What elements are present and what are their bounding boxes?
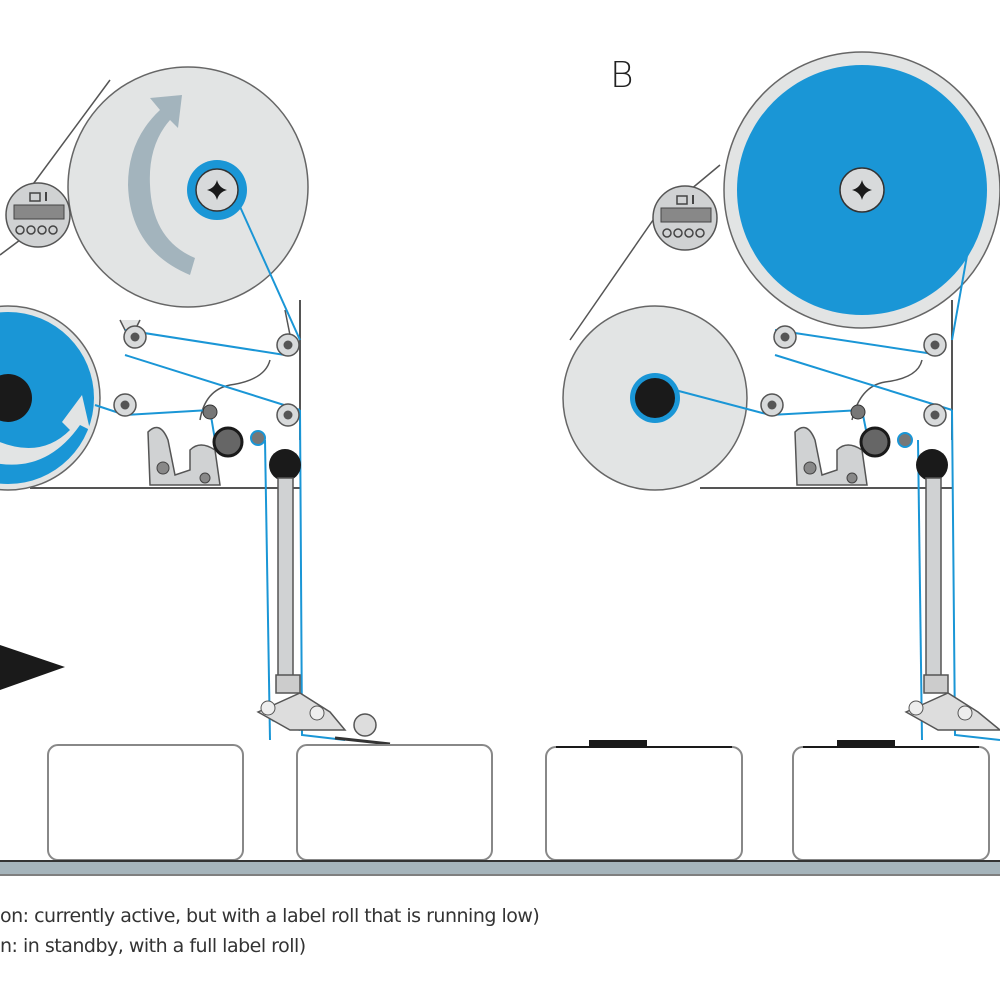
applied-label-3 [589,740,647,747]
products [47,740,990,861]
product-4 [792,746,990,861]
rotation-arrow-icon [128,95,195,275]
applied-label-4 [837,740,895,747]
conveyor-belt [0,860,1000,876]
controller-display-b [652,185,718,251]
controller-display-a [5,182,71,248]
caption-line-2: n: in standby, with a full label roll) [0,935,306,957]
print-head-b [794,426,891,486]
print-head-a [147,426,244,486]
product-3 [545,746,743,861]
applicator-b [562,51,1000,741]
product-1 [47,744,244,861]
applicator-a [0,66,391,746]
flow-direction-arrow-icon [0,645,65,690]
caption-line-1: on: currently active, but with a label r… [0,905,540,927]
unwind-arrow-icon [0,395,90,465]
applicator-b-label: B [610,55,634,96]
product-2 [296,744,493,861]
